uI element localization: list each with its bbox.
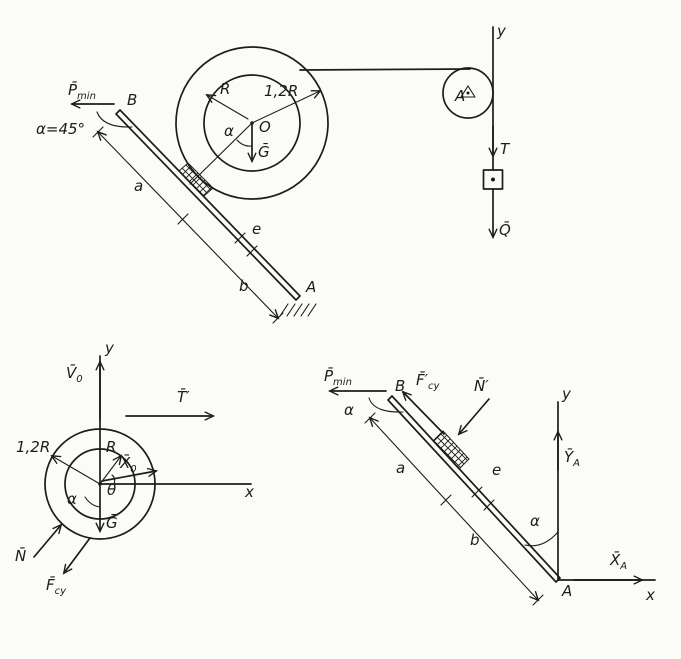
dimension-ticks bbox=[92, 126, 284, 324]
label-load-q: Q̄ bbox=[499, 220, 511, 239]
dimension-line bbox=[98, 132, 278, 318]
rope-horizontal bbox=[299, 68, 471, 71]
label-pmin: P̄min bbox=[324, 366, 352, 388]
normal-prime-arrow bbox=[459, 398, 490, 434]
figure-system: P̄min B α=45° a e b R 1,2R O α Ḡ y A T Q… bbox=[36, 22, 511, 324]
label-alpha-a: α bbox=[530, 512, 540, 530]
dimension-ticks bbox=[364, 412, 544, 606]
label-theta: θ bbox=[107, 481, 116, 499]
label-point-b: B bbox=[395, 377, 405, 395]
figure-beam-fbd: P̄min B α F̄′cy N̄′ a e b y ȲA x X̄A α A bbox=[324, 366, 656, 606]
pulley-center-dot bbox=[466, 91, 470, 95]
radius-r-arrow bbox=[99, 456, 121, 485]
label-radius-r: R bbox=[220, 80, 230, 98]
label-axis-x: x bbox=[645, 586, 655, 604]
beam bbox=[115, 109, 301, 301]
label-axis-x: x bbox=[244, 483, 254, 501]
label-dim-e: e bbox=[252, 220, 261, 238]
dimension-line bbox=[370, 418, 538, 600]
e-ticks bbox=[471, 486, 495, 511]
friction-force-arrow bbox=[64, 537, 91, 573]
beam bbox=[387, 395, 561, 583]
normal-force-arrow bbox=[33, 525, 61, 558]
label-alpha-o: α bbox=[224, 122, 234, 140]
friction-prime-arrow bbox=[403, 392, 445, 435]
drum-outer-circle bbox=[44, 428, 156, 540]
label-t-prime: T̄′ bbox=[177, 387, 190, 406]
label-weight-g: Ḡ bbox=[106, 513, 118, 532]
x0-arrow bbox=[101, 471, 156, 482]
alpha-arc bbox=[84, 496, 101, 508]
label-dim-e: e bbox=[492, 461, 501, 479]
angle-arc-b bbox=[96, 111, 133, 128]
figure-drum-fbd: y x V̄0 T̄′ 1,2R R X̄0 θ α Ḡ N̄ F̄cy bbox=[15, 339, 254, 597]
label-xa: X̄A bbox=[609, 550, 627, 572]
angle-arc-a bbox=[524, 531, 559, 547]
radius-r-arrow bbox=[207, 95, 249, 120]
label-pmin: P̄min bbox=[68, 80, 96, 102]
label-dim-b: b bbox=[470, 531, 480, 549]
label-weight-g: Ḡ bbox=[258, 142, 270, 161]
radius-12r-arrow bbox=[52, 456, 101, 485]
contact-hatch-patch bbox=[178, 162, 214, 197]
label-center-o: O bbox=[259, 118, 271, 136]
label-friction-prime: F̄′cy bbox=[416, 370, 441, 392]
label-radius-r: R bbox=[106, 438, 116, 456]
label-axis-y: y bbox=[561, 385, 572, 403]
support-hatch-a bbox=[279, 303, 317, 317]
label-radius-12r: 1,2R bbox=[16, 438, 50, 456]
label-radius-12r: 1,2R bbox=[264, 82, 298, 100]
label-point-a: A bbox=[561, 582, 572, 600]
label-v0: V̄0 bbox=[66, 363, 83, 385]
pulley-support-triangle bbox=[460, 85, 476, 98]
label-support-a: A bbox=[305, 278, 316, 296]
angle-arc-o bbox=[236, 139, 253, 147]
label-dim-b: b bbox=[239, 277, 249, 295]
label-dim-a: a bbox=[134, 177, 143, 195]
label-x0: X̄0 bbox=[119, 453, 137, 475]
label-dim-a: a bbox=[396, 459, 405, 477]
contact-hatch-patch bbox=[432, 430, 470, 470]
label-alpha-b: α bbox=[344, 401, 354, 419]
radius-12r-arrow bbox=[251, 91, 320, 124]
label-alpha-45: α=45° bbox=[36, 120, 85, 138]
label-tension-t: T bbox=[500, 140, 511, 158]
label-axis-y: y bbox=[496, 22, 507, 40]
label-ya: ȲA bbox=[564, 448, 580, 469]
label-alpha: α bbox=[67, 490, 77, 508]
label-pulley-a: A bbox=[454, 87, 465, 105]
label-normal-n: N̄ bbox=[15, 546, 26, 565]
e-ticks bbox=[234, 232, 258, 257]
label-normal-prime: N̄′ bbox=[474, 376, 489, 395]
load-block-dot bbox=[491, 177, 495, 182]
theta-arc bbox=[111, 474, 116, 485]
angle-arc-b bbox=[368, 397, 404, 413]
label-friction: F̄cy bbox=[46, 575, 67, 597]
label-axis-y: y bbox=[104, 339, 115, 357]
label-point-b: B bbox=[127, 91, 137, 109]
